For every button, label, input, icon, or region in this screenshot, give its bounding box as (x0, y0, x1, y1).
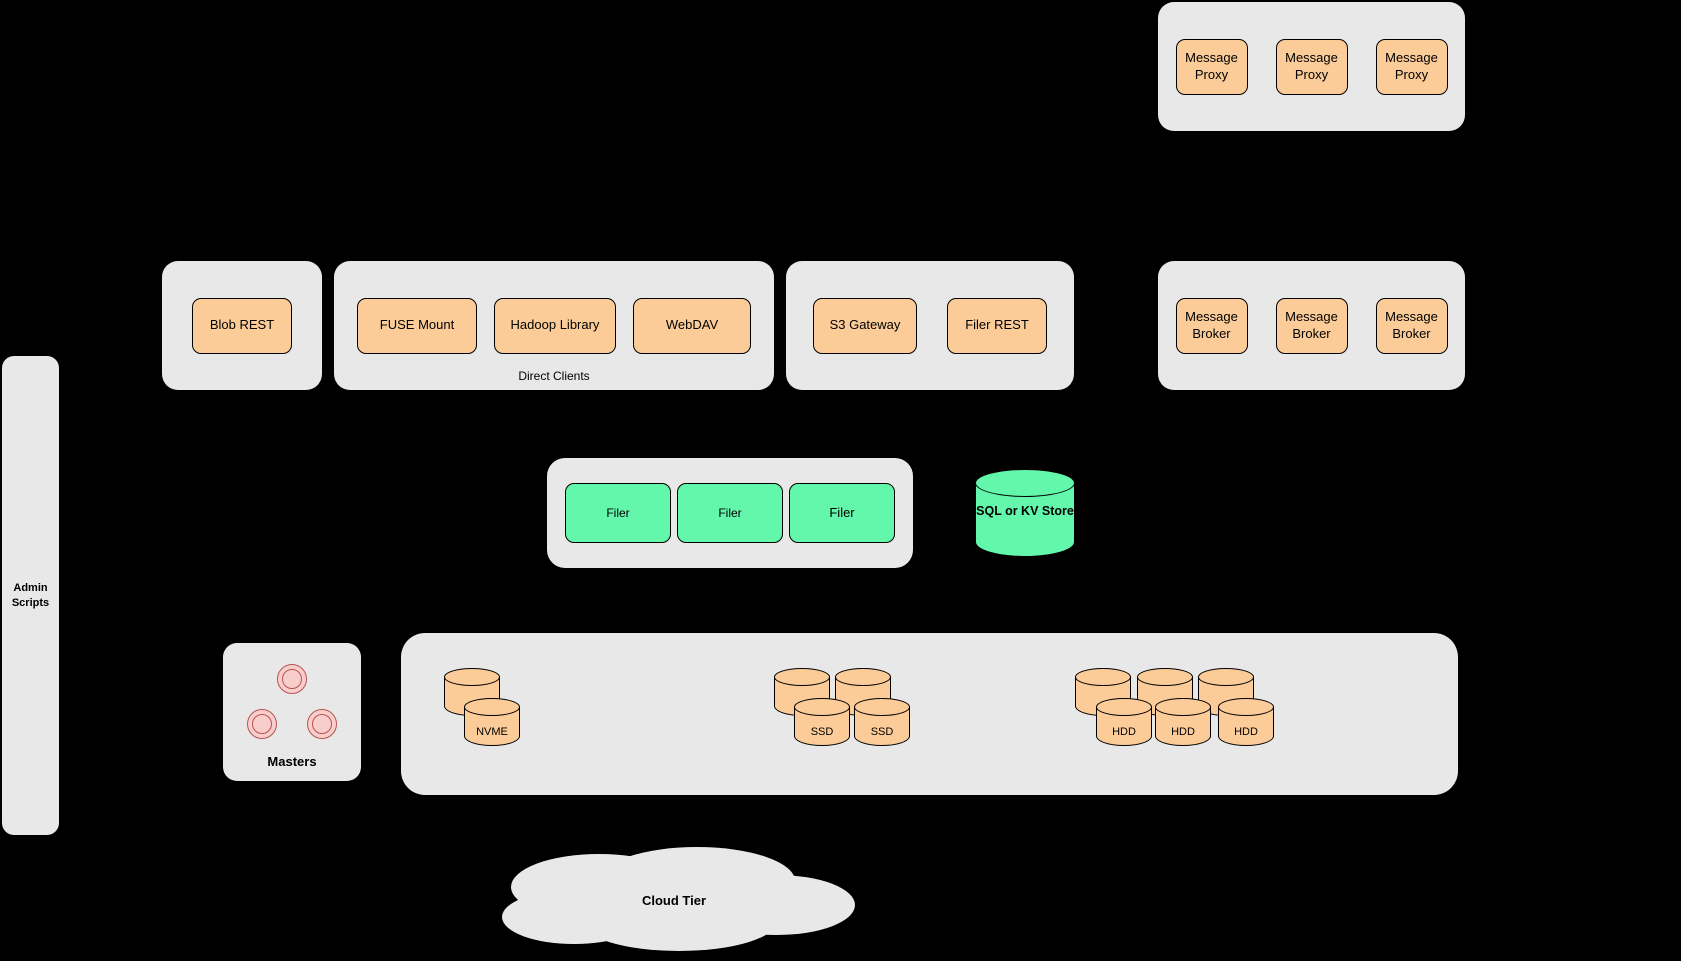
filer-group: Filer Filer Filer (547, 458, 913, 568)
blob-rest-group: Blob REST (162, 261, 322, 390)
message-proxy-node: Message Proxy (1275, 38, 1348, 95)
cylinder-top (975, 469, 1075, 497)
cylinder-top (444, 668, 500, 686)
webdav-label: WebDAV (665, 317, 719, 333)
master-node-icon (307, 709, 337, 739)
cylinder-top (835, 668, 891, 686)
cylinder-top (794, 698, 850, 716)
hdd-cylinder: HDD (1096, 698, 1152, 746)
masters-group: Masters (223, 643, 361, 781)
master-node-icon (277, 664, 307, 694)
masters-label: Masters (267, 754, 317, 769)
cylinder-top (1218, 698, 1274, 716)
cylinder-top (464, 698, 520, 716)
sql-kv-store-label: SQL or KV Store (976, 504, 1074, 518)
cylinder-top (854, 698, 910, 716)
nvme-cylinder: NVME (464, 698, 520, 746)
filer-rest-node: Filer REST (947, 297, 1047, 354)
hdd-label: HDD (1234, 726, 1258, 738)
message-broker-label: Message Broker (1285, 309, 1338, 341)
message-proxy-group: Message Proxy Message Proxy Message Prox… (1158, 2, 1465, 131)
cloud-tier-label: Cloud Tier (641, 893, 707, 908)
hdd-cylinder: HDD (1218, 698, 1274, 746)
fuse-mount-label: FUSE Mount (379, 317, 455, 333)
s3-gateway-label: S3 Gateway (829, 317, 901, 333)
cylinder-top (774, 668, 830, 686)
message-broker-group: Message Broker Message Broker Message Br… (1158, 261, 1465, 390)
filer-rest-label: Filer REST (965, 317, 1029, 333)
filer-node: Filer (565, 483, 671, 543)
sql-kv-store-cylinder: SQL or KV Store (975, 469, 1075, 557)
message-proxy-label: Message Proxy (1185, 50, 1238, 82)
ssd-label: SSD (810, 726, 834, 738)
blob-rest-label: Blob REST (209, 317, 275, 333)
filer-label: Filer (829, 504, 855, 520)
cloud-icon (502, 847, 855, 951)
message-broker-label: Message Broker (1185, 309, 1238, 341)
hadoop-library-node: Hadoop Library (494, 297, 616, 354)
ssd-cylinder: SSD (854, 698, 910, 746)
webdav-node: WebDAV (633, 297, 751, 354)
admin-scripts-bar: Admin Scripts (2, 356, 59, 835)
hdd-cylinder: HDD (1155, 698, 1211, 746)
filer-label: Filer (606, 505, 630, 520)
message-proxy-label: Message Proxy (1285, 50, 1338, 82)
blob-rest-node: Blob REST (192, 297, 292, 354)
nvme-cylinder (444, 668, 500, 716)
message-broker-node: Message Broker (1275, 297, 1348, 354)
gateway-group: S3 Gateway Filer REST (786, 261, 1074, 390)
cylinder-top (1155, 698, 1211, 716)
message-broker-label: Message Broker (1385, 309, 1438, 341)
cylinder-top (1198, 668, 1254, 686)
direct-clients-group-label: Direct Clients (518, 369, 590, 383)
nvme-label: NVME (476, 726, 508, 738)
message-proxy-node: Message Proxy (1175, 38, 1248, 95)
cylinder-top (1137, 668, 1193, 686)
fuse-mount-node: FUSE Mount (357, 297, 477, 354)
hadoop-library-label: Hadoop Library (510, 317, 600, 333)
master-node-icon (247, 709, 277, 739)
filer-node: Filer (789, 483, 895, 543)
direct-clients-group: FUSE Mount Hadoop Library WebDAV Direct … (334, 261, 774, 390)
volume-servers-group: NVME SSD SSD (401, 633, 1458, 795)
message-broker-node: Message Broker (1175, 297, 1248, 354)
hdd-label: HDD (1171, 726, 1195, 738)
message-proxy-node: Message Proxy (1375, 38, 1448, 95)
ssd-cylinder: SSD (794, 698, 850, 746)
filer-label: Filer (718, 505, 742, 520)
filer-node: Filer (677, 483, 783, 543)
ssd-label: SSD (870, 726, 894, 738)
hdd-label: HDD (1112, 726, 1136, 738)
cylinder-top (1096, 698, 1152, 716)
message-proxy-label: Message Proxy (1385, 50, 1438, 82)
cylinder-top (1075, 668, 1131, 686)
cloud-tier-shape: Cloud Tier (479, 845, 869, 957)
message-broker-node: Message Broker (1375, 297, 1448, 354)
admin-scripts-label: Admin Scripts (11, 581, 50, 609)
s3-gateway-node: S3 Gateway (813, 297, 917, 354)
